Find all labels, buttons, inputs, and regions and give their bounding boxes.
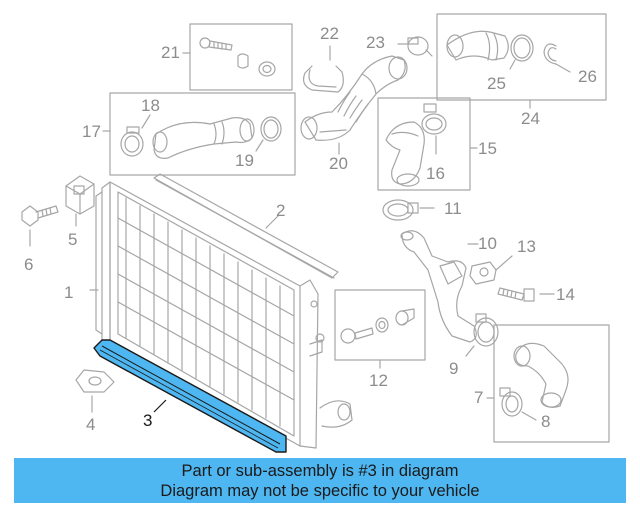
part-18-clamp — [120, 114, 151, 157]
part-16-clamp — [421, 103, 447, 155]
part-3-deflector-highlight — [93, 339, 287, 453]
callout-6: 6 — [24, 255, 34, 274]
part-4-mount — [75, 369, 115, 413]
part-26-clip — [543, 43, 571, 73]
callout-3: 3 — [143, 411, 153, 430]
callout-1: 1 — [64, 283, 74, 302]
callout-23: 23 — [366, 33, 385, 52]
part-15-hose — [385, 121, 425, 187]
callout-17: 17 — [82, 122, 101, 141]
info-banner: Part or sub-assembly is #3 in diagram Di… — [14, 458, 626, 503]
callout-15: 15 — [478, 139, 497, 158]
callout-24: 24 — [521, 109, 540, 128]
banner-line-disclaimer: Diagram may not be specific to your vehi… — [160, 481, 480, 500]
part-19-seal — [255, 116, 282, 152]
part-21-grommet — [237, 53, 276, 77]
callout-19: 19 — [235, 151, 254, 170]
callout-5: 5 — [68, 230, 78, 249]
callout-2: 2 — [276, 201, 286, 220]
group-box-7 — [486, 324, 610, 443]
banner-line-part-number: Part or sub-assembly is #3 in diagram — [181, 461, 459, 480]
callout-18: 18 — [141, 96, 160, 115]
group-box-21 — [182, 23, 293, 91]
callout-21: 21 — [161, 43, 180, 62]
callout-11: 11 — [444, 199, 462, 218]
part-2-strip — [153, 173, 339, 279]
part-20-hose — [300, 55, 408, 155]
part-22-clamp — [302, 45, 344, 93]
group-box-24 — [436, 13, 607, 109]
callout-16: 16 — [426, 164, 445, 183]
part-23-clamp — [397, 36, 433, 57]
group-box-12 — [334, 289, 426, 369]
part-7-hose — [513, 342, 569, 408]
callout-25: 25 — [487, 74, 506, 93]
group-box-15 — [377, 97, 478, 191]
callout-10: 10 — [478, 234, 497, 253]
callout-20: 20 — [329, 154, 348, 173]
part-9-clamp — [465, 313, 499, 357]
part-21-bolt — [199, 37, 233, 51]
callout-8: 8 — [541, 412, 551, 431]
part-6-bolt — [21, 205, 59, 247]
part-13-sensor — [469, 255, 513, 285]
part-25-seal — [509, 34, 534, 70]
part-10-pipe — [400, 230, 479, 343]
part-5-bracket — [65, 175, 95, 227]
callout-12: 12 — [369, 371, 388, 390]
callout-14: 14 — [556, 285, 575, 304]
callout-22: 22 — [320, 24, 339, 43]
callout-9: 9 — [449, 359, 459, 378]
part-17-hose — [152, 117, 255, 159]
part-1-intercooler — [89, 181, 353, 449]
callout-4: 4 — [86, 415, 96, 434]
part-8-clamp — [499, 387, 537, 421]
part-11-clamp — [382, 199, 435, 221]
group-box-17 — [102, 92, 296, 176]
callout-13: 13 — [517, 237, 536, 256]
callout-7: 7 — [474, 388, 484, 407]
part-14-bolt — [497, 287, 555, 302]
part-12-bolt-set — [340, 308, 415, 344]
callout-26: 26 — [578, 67, 597, 86]
part-24-hose — [446, 30, 509, 61]
